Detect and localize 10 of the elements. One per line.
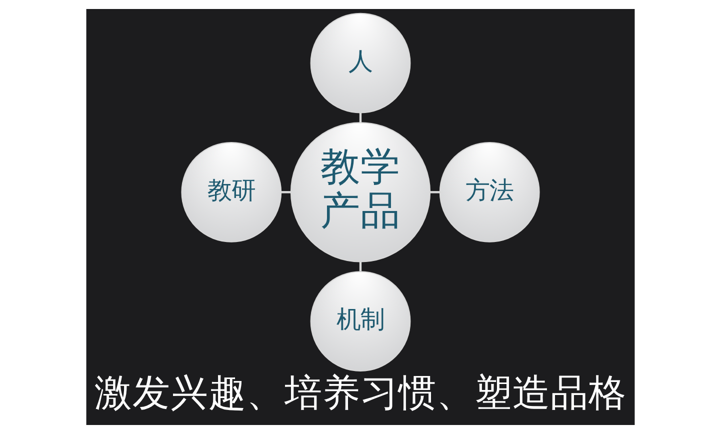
caption: 激发兴趣、培养习惯、塑造品格 — [94, 370, 626, 414]
connector — [281, 190, 291, 193]
node-circle: 教学产品 — [290, 122, 431, 262]
node-circle: 教研 — [181, 141, 282, 242]
node-circle: 人 — [310, 12, 411, 113]
connector — [359, 261, 362, 271]
node-circle: 机制 — [310, 270, 411, 371]
connector — [359, 112, 362, 122]
node-circle: 方法 — [439, 141, 540, 242]
connector — [430, 190, 440, 193]
